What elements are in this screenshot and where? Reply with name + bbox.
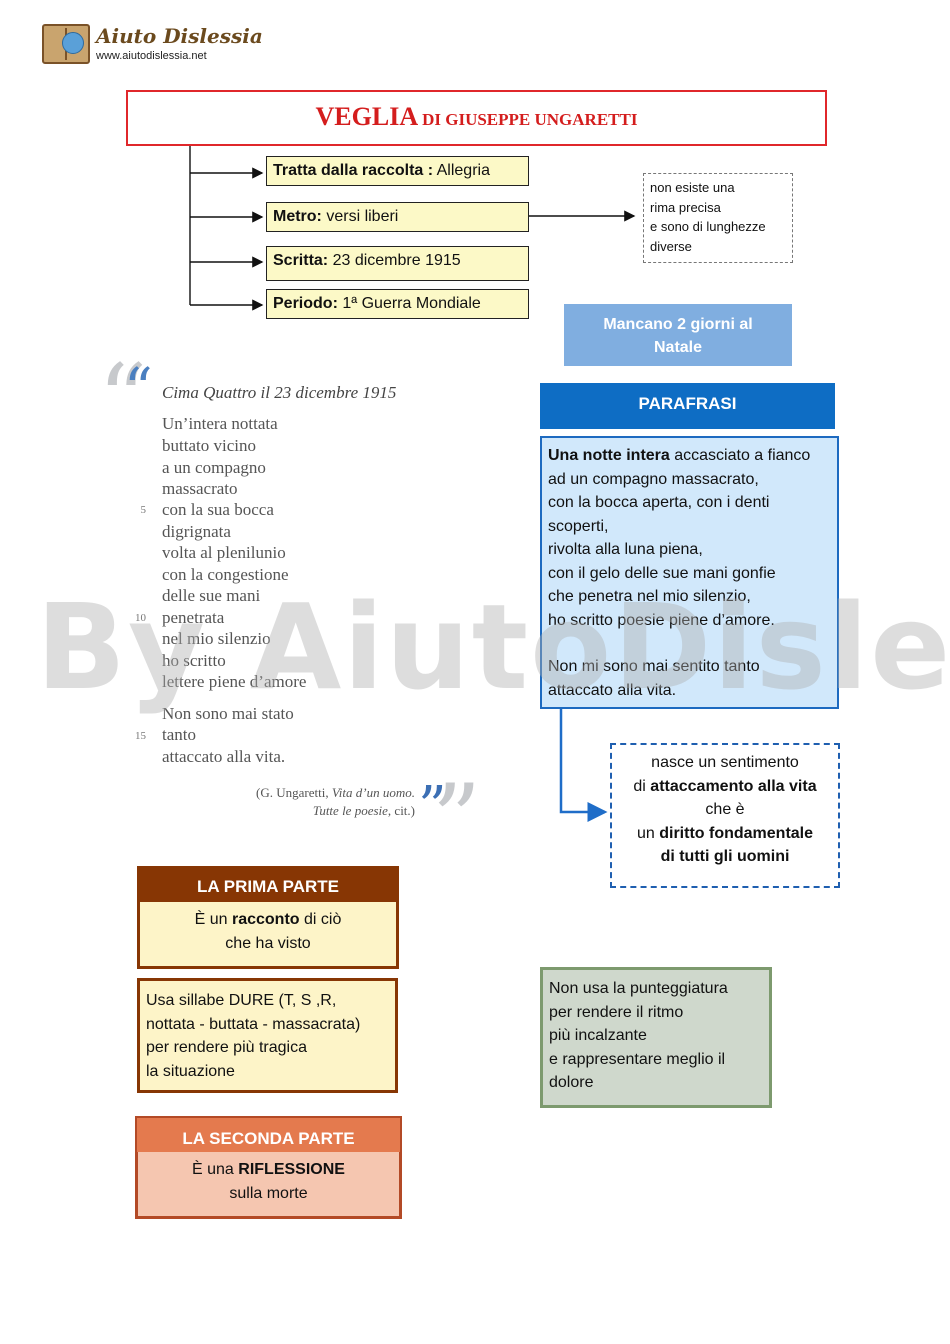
logo-globe-icon [62, 32, 84, 54]
quote-close-accent-icon: ” [418, 775, 447, 840]
parafrasi-line: ad un compagno massacrato, [548, 470, 759, 488]
sentimento-bold: di tutti gli uomini [660, 848, 790, 865]
punteggiatura-line: e rappresentare meglio il [549, 1050, 726, 1068]
sillabe-line: la situazione [146, 1062, 235, 1080]
line-number: 5 [140, 504, 147, 516]
prima-line: che ha visto [225, 934, 311, 952]
info-scritta: Scritta: 23 dicembre 1915 [266, 246, 529, 281]
info-metro: Metro: versi liberi [266, 202, 529, 232]
natale-line: Natale [653, 339, 703, 356]
metro-note: non esiste una rima precisa e sono di lu… [643, 173, 793, 263]
sillabe-line: Usa sillabe DURE (T, S ,R, [146, 992, 337, 1009]
poem-line: attaccato alla vita. [162, 747, 286, 766]
parafrasi-line: attaccato alla vita. [548, 681, 677, 699]
parafrasi-line: con il gelo delle sue mani gonfie [548, 564, 776, 582]
poem-line: massacrato [162, 479, 238, 498]
info-raccolta: Tratta dalla raccolta : Allegria [266, 156, 529, 186]
seconda-parte-heading: LA SECONDA PARTE [135, 1116, 402, 1154]
punteggiatura-box: Non usa la punteggiatura per rendere il … [540, 967, 772, 1108]
poem-line: a un compagno [162, 458, 266, 477]
seconda-line: sulla morte [229, 1184, 308, 1202]
info-value: 23 dicembre 1915 [328, 252, 461, 269]
parafrasi-line: Non mi sono mai sentito tanto [548, 658, 760, 675]
parafrasi-line: ho scritto poesie piene d’amore. [548, 611, 775, 629]
quote-open-accent-icon: “ [124, 357, 153, 422]
line-number: 15 [135, 730, 146, 742]
line-number: 10 [135, 612, 146, 624]
sentimento-bold: attaccamento alla vita [650, 777, 817, 795]
prima-bold: racconto [231, 911, 300, 928]
punteggiatura-line: più incalzante [549, 1027, 647, 1044]
info-periodo: Periodo: 1ª Guerra Mondiale [266, 289, 529, 319]
info-label: Tratta dalla raccolta : [273, 162, 434, 179]
quote-open-icon: “ [98, 344, 148, 456]
prima-parte-body: È un racconto di ciò che ha visto [137, 902, 399, 969]
cite-work: Vita d’un uomo. [331, 785, 415, 800]
info-label: Metro: [273, 208, 322, 225]
parafrasi-line: scoperti, [548, 517, 609, 535]
cite-rest: , cit.) [387, 803, 415, 818]
cite-work2: Tutte le poesie [312, 803, 388, 818]
title-sub: DI GIUSEPPE UNGARETTI [422, 110, 638, 129]
poem-line: tanto [162, 725, 196, 744]
poem-date: Cima Quattro il 23 dicembre 1915 [162, 383, 397, 402]
poem-line: ho scritto [162, 651, 226, 670]
info-value: versi liberi [321, 208, 399, 225]
parafrasi-line: con la bocca aperta, con i denti [548, 494, 770, 511]
sentimento-bold: diritto fondamentale [659, 824, 814, 842]
seconda-text: È una [192, 1161, 239, 1178]
poem-line: Un’intera nottata [162, 414, 278, 433]
parafrasi-bold: Una notte intera [548, 447, 670, 464]
natale-line: Mancano 2 giorni al [603, 316, 753, 333]
info-value: Allegria [433, 162, 490, 179]
punteggiatura-line: Non usa la punteggiatura [549, 980, 728, 997]
punteggiatura-line: per rendere il ritmo [549, 1003, 684, 1021]
logo-url: www.aiutodislessia.net [96, 50, 207, 62]
sillabe-line: nottata - buttata - massacrata) [146, 1015, 361, 1033]
sentimento-line: nasce un sentimento [651, 754, 799, 771]
title-main: VEGLIA [315, 102, 419, 131]
poem-line: penetrata [162, 608, 225, 627]
seconda-parte-body: È una RIFLESSIONE sulla morte [135, 1152, 402, 1219]
poem-line: lettere piene d’amore [162, 672, 307, 691]
info-label: Periodo: [273, 295, 338, 312]
prima-text: di ciò [299, 911, 342, 928]
note-line: non esiste una [650, 180, 735, 195]
note-line: diverse [650, 238, 692, 254]
parafrasi-heading: PARAFRASI [540, 383, 835, 429]
poem-line: con la sua bocca [162, 500, 274, 519]
logo-title: Aiuto Dislessia [96, 24, 263, 48]
sentimento-box: nasce un sentimento di attaccamento alla… [610, 743, 840, 888]
sillabe-box: Usa sillabe DURE (T, S ,R, nottata - but… [137, 978, 398, 1093]
sentimento-text: un [636, 824, 660, 842]
parafrasi-line: che penetra nel mio silenzio, [548, 588, 751, 605]
info-label: Scritta: [273, 252, 329, 269]
poem-line: delle sue mani [162, 586, 261, 605]
parafrasi-box: Una notte intera accasciato a fianco ad … [540, 436, 839, 709]
parafrasi-line: rivolta alla luna piena, [548, 541, 703, 558]
sentimento-line: che è [705, 801, 745, 818]
poem-line: Non sono mai stato [162, 704, 294, 723]
seconda-bold: RIFLESSIONE [238, 1161, 345, 1178]
punteggiatura-line: dolore [549, 1074, 594, 1091]
natale-box: Mancano 2 giorni al Natale [564, 304, 792, 366]
poem-line: digrignata [162, 522, 231, 541]
poem-line: buttato vicino [162, 436, 256, 455]
poem-citation: (G. Ungaretti, Vita d’un uomo. Tutte le … [200, 784, 415, 820]
sillabe-line: per rendere più tragica [146, 1039, 307, 1056]
poem-line: volta al plenilunio [162, 543, 286, 562]
note-line: rima precisa [650, 199, 721, 215]
prima-parte-heading: LA PRIMA PARTE [137, 866, 399, 904]
poem-line: con la congestione [162, 565, 289, 584]
page-title: VEGLIA DI GIUSEPPE UNGARETTI [126, 90, 827, 146]
info-value: 1ª Guerra Mondiale [337, 295, 481, 312]
sentimento-text: di [633, 777, 651, 795]
note-line: e sono di lunghezze [650, 219, 766, 234]
cite-author: (G. Ungaretti, [256, 785, 332, 800]
prima-text: È un [194, 911, 232, 928]
parafrasi-first: accasciato a fianco [669, 447, 811, 464]
quote-close-icon: ” [432, 764, 482, 876]
poem-line: nel mio silenzio [162, 629, 271, 648]
